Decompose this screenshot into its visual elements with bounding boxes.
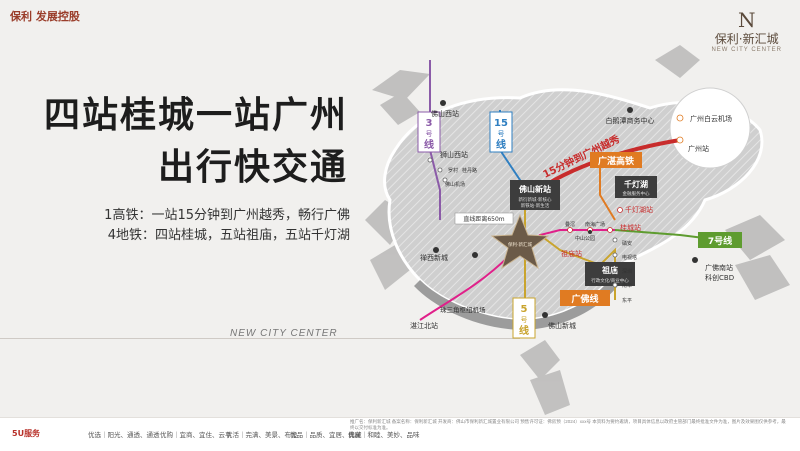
svg-text:广湛高铁: 广湛高铁 <box>598 155 634 167</box>
foshan-new-station-tag: 佛山新站 新衍新城·新核心 新铁站·新生活 <box>510 180 560 210</box>
station-gf-south: 广佛南站 <box>705 263 733 272</box>
project-logo: N 保利·新汇城 NEW CITY CENTER <box>711 10 782 53</box>
station-foshan-airport: 佛山机场 <box>445 181 465 188</box>
footer-item-4: 优品｜品质、宜居、典藏 <box>290 431 362 439</box>
legal-text: 推广名：保利新汇城 备案名称：保利新汇城 开发商：佛山市保利新汇城置业有限公司 … <box>350 419 786 430</box>
station-nanhaiguan: 南海广场 <box>585 221 605 228</box>
transit-map: 15分钟到广州越秀 3 号 线 15 号 线 5 号 线 7号线 广湛高铁 广佛… <box>365 45 790 415</box>
project-name: 保利·新汇城 <box>714 32 779 46</box>
svg-text:新衍新城·新核心: 新衍新城·新核心 <box>519 196 552 203</box>
line15-badge: 15 号 线 <box>489 111 513 153</box>
building-blocks <box>365 45 790 415</box>
tagline: NEW CITY CENTER <box>230 328 338 339</box>
footer-item-1: 优选｜阳光、通透、通透 <box>88 431 160 439</box>
svg-text:15: 15 <box>494 118 508 129</box>
headline-line2: 出行快交通 <box>157 147 348 188</box>
svg-text:3: 3 <box>426 118 433 129</box>
station-gz-airport: 广州白云机场 <box>690 114 732 123</box>
station-nanhua: 南华 <box>622 282 632 289</box>
svg-text:广佛线: 广佛线 <box>571 293 598 305</box>
project-mark: N <box>737 8 756 32</box>
airport-circle <box>669 87 751 169</box>
station-liudong: 磷安 <box>622 240 632 247</box>
svg-text:号: 号 <box>498 130 505 138</box>
station-sanlong: 叠滘 <box>565 221 575 228</box>
svg-text:号: 号 <box>426 130 433 138</box>
station-dianshi: 电视塔 <box>622 254 637 261</box>
qiandenghu-tag: 千灯湖 金融服务中心 <box>615 176 657 198</box>
svg-text:线: 线 <box>496 138 506 151</box>
svg-text:千灯湖: 千灯湖 <box>624 179 648 189</box>
svg-text:线: 线 <box>519 324 529 337</box>
bullet-highspeed: 1高铁：一站15分钟到广州越秀，畅行广佛 <box>104 208 350 223</box>
line7-badge: 7号线 <box>698 232 742 248</box>
land-shadow <box>414 265 628 330</box>
project-marker: 保利·新汇城 <box>490 213 550 270</box>
footer-item-2: 优购｜宜商、宜住、云平 <box>160 431 232 439</box>
headline-line1: 四站桂城一站广州 <box>43 95 348 136</box>
svg-text:5: 5 <box>521 304 528 315</box>
divider <box>0 338 520 339</box>
station-baiyuntan: 白鹅潭商务中心 <box>606 116 655 125</box>
station-gf-south-cbd: 科创CBD <box>705 273 734 282</box>
svg-text:7号线: 7号线 <box>708 235 732 247</box>
station-dongping: 东平 <box>622 297 632 304</box>
svg-text:新铁站·新生活: 新铁站·新生活 <box>521 202 550 209</box>
station-guidan: 桂丹路 <box>462 167 477 174</box>
line5-badge: 5 号 线 <box>512 297 536 339</box>
gz-zhan-badge: 广湛高铁 <box>590 152 642 168</box>
svg-text:直线距离650m: 直线距离650m <box>463 215 504 223</box>
station-sanjiao: 珠三角枢纽机场 <box>440 305 486 314</box>
station-zumiao: 祖庙站 <box>561 249 582 258</box>
line3-badge: 3 号 线 <box>417 111 441 153</box>
svg-text:行政文化/商业中心: 行政文化/商业中心 <box>591 277 629 284</box>
station-luojun: 罗村 <box>448 167 458 174</box>
svg-text:线: 线 <box>424 138 434 151</box>
station-gz-station: 广州站 <box>688 144 709 153</box>
svg-text:佛山新站: 佛山新站 <box>518 184 551 194</box>
station-qiandenghu: 千灯湖站 <box>625 205 653 214</box>
guangfo-badge: 广佛线 <box>560 290 610 306</box>
station-zhongshan: 中山公园 <box>575 235 595 242</box>
gz-zhan-path <box>599 165 616 221</box>
bullet-metro: 4地铁：四站桂城，五站祖庙，五站千灯湖 <box>107 228 350 243</box>
footer-bar <box>0 417 800 451</box>
station-guicheng: 桂城站 <box>620 223 641 232</box>
station-shenzhen: 深圳 <box>622 268 632 275</box>
station-xiyan: 禅西新城 <box>420 253 448 262</box>
station-shishan: 狮山西站 <box>440 150 468 159</box>
footer-item-3: 优活｜完满、美景、布设 <box>226 431 298 439</box>
project-subtitle: NEW CITY CENTER <box>711 47 782 53</box>
footer-service: 5U服务 <box>12 429 41 438</box>
svg-text:祖庙: 祖庙 <box>601 265 618 275</box>
svg-text:保利·新汇城: 保利·新汇城 <box>508 241 532 248</box>
svg-text:金融服务中心: 金融服务中心 <box>623 190 650 197</box>
station-foshan-xincheng: 佛山新城 <box>548 321 576 330</box>
footer-item-5: 优居｜和睦、美妙、品味 <box>348 431 420 439</box>
zumiao-tag: 祖庙 行政文化/商业中心 <box>585 262 635 286</box>
brand-logo: 保利 发展控股 <box>10 10 80 23</box>
location-pins <box>433 100 698 318</box>
svg-text:号: 号 <box>521 316 528 324</box>
line5-path <box>419 229 615 321</box>
station-dots <box>427 114 684 288</box>
station-foshan-west: 佛山西站 <box>431 109 459 118</box>
station-zhanjiang: 湛江北站 <box>410 321 438 330</box>
distance-badge: 直线距离650m <box>454 212 514 225</box>
land-area <box>383 88 764 322</box>
